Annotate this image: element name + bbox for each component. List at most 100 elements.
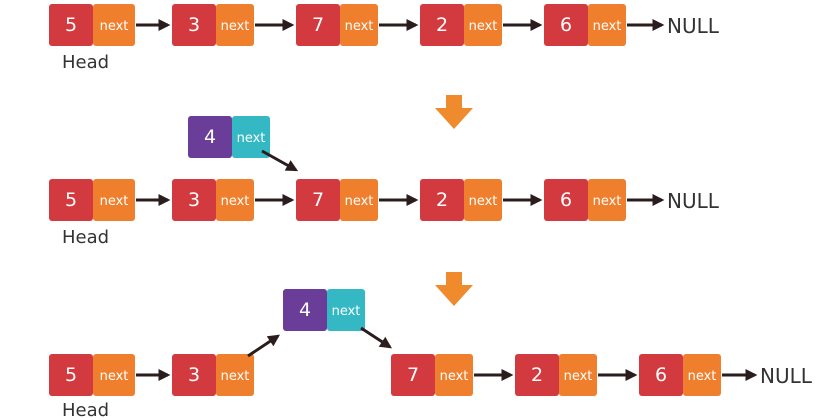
null-label: NULL [760, 364, 813, 388]
node-6: 6 next [639, 354, 721, 396]
next-cell [93, 4, 135, 46]
next-cell [340, 4, 378, 46]
node-value: 6 [560, 189, 572, 211]
next-cell [683, 354, 721, 396]
next-label: next [345, 19, 374, 34]
node-value: 2 [531, 364, 543, 386]
node-value: 5 [65, 14, 77, 36]
next-label: next [221, 19, 250, 34]
new-node-link-arrow [261, 149, 299, 172]
value-cell [172, 354, 216, 396]
node-value: 3 [188, 189, 200, 211]
node-5: 5 next [49, 4, 135, 46]
next-label: next [440, 369, 469, 384]
next-cell [464, 4, 502, 46]
value-cell [544, 179, 588, 221]
next-label: next [469, 194, 498, 209]
row-1-original-list: 5 next 3 next 7 next 2 next 6 [49, 4, 720, 73]
null-label: NULL [667, 14, 720, 38]
value-cell [296, 179, 340, 221]
value-cell [283, 289, 327, 331]
value-cell [49, 4, 93, 46]
node-7: 7 next [296, 179, 378, 221]
next-label: next [237, 131, 266, 146]
next-cell [232, 116, 270, 158]
node-2: 2 next [420, 4, 502, 46]
node-value: 2 [436, 14, 448, 36]
next-cell [93, 354, 135, 396]
node-2: 2 next [515, 354, 597, 396]
value-cell [172, 179, 216, 221]
node-3: 3 next [172, 354, 254, 396]
node-value: 3 [188, 364, 200, 386]
next-cell [588, 179, 626, 221]
node-value: 5 [65, 364, 77, 386]
value-cell [296, 4, 340, 46]
value-cell [639, 354, 683, 396]
next-cell [216, 4, 254, 46]
node-value: 4 [204, 126, 216, 148]
node-6: 6 next [544, 4, 626, 46]
row-2-new-node-points-to-7: 4 next 5 next 3 next 7 next 2 [49, 116, 720, 248]
value-cell [420, 4, 464, 46]
node-5: 5 next [49, 354, 135, 396]
head-label: Head [62, 400, 109, 420]
next-cell [435, 354, 473, 396]
value-cell [544, 4, 588, 46]
node-value: 5 [65, 189, 77, 211]
node-5: 5 next [49, 179, 135, 221]
node-value: 2 [436, 189, 448, 211]
next-label: next [593, 19, 622, 34]
next-label: next [345, 194, 374, 209]
value-cell [49, 179, 93, 221]
link-arrow-to-new-node [247, 334, 280, 358]
step-down-arrow [435, 95, 473, 129]
value-cell [420, 179, 464, 221]
head-label: Head [62, 227, 109, 248]
next-label: next [688, 369, 717, 384]
next-cell [327, 289, 365, 331]
step-down-arrow [435, 272, 473, 306]
next-cell [559, 354, 597, 396]
new-node-4: 4 next [283, 289, 365, 331]
node-6: 6 next [544, 179, 626, 221]
next-label: next [593, 194, 622, 209]
next-cell [340, 179, 378, 221]
node-value: 4 [299, 299, 311, 321]
value-cell [188, 116, 232, 158]
next-cell [464, 179, 502, 221]
next-cell [588, 4, 626, 46]
next-label: next [564, 369, 593, 384]
next-label: next [100, 194, 129, 209]
value-cell [515, 354, 559, 396]
null-label: NULL [667, 189, 720, 213]
node-value: 3 [188, 14, 200, 36]
next-cell [216, 179, 254, 221]
next-label: next [221, 194, 250, 209]
node-2: 2 next [420, 179, 502, 221]
node-value: 7 [407, 364, 419, 386]
value-cell [49, 354, 93, 396]
node-7: 7 next [296, 4, 378, 46]
next-cell [216, 354, 254, 396]
node-7: 7 next [391, 354, 473, 396]
next-label: next [100, 369, 129, 384]
value-cell [391, 354, 435, 396]
next-label: next [221, 369, 250, 384]
node-3: 3 next [172, 179, 254, 221]
head-label: Head [62, 52, 109, 73]
next-label: next [469, 19, 498, 34]
value-cell [172, 4, 216, 46]
node-value: 7 [312, 189, 324, 211]
row-3-node-inserted: 4 next 5 next 3 next 7 next 2 [49, 289, 813, 420]
node-3: 3 next [172, 4, 254, 46]
new-node-link-arrow [360, 326, 393, 349]
next-label: next [100, 19, 129, 34]
next-cell [93, 179, 135, 221]
new-node-4: 4 next [188, 116, 270, 158]
node-value: 6 [655, 364, 667, 386]
node-value: 6 [560, 14, 572, 36]
node-value: 7 [312, 14, 324, 36]
next-label: next [332, 304, 361, 319]
